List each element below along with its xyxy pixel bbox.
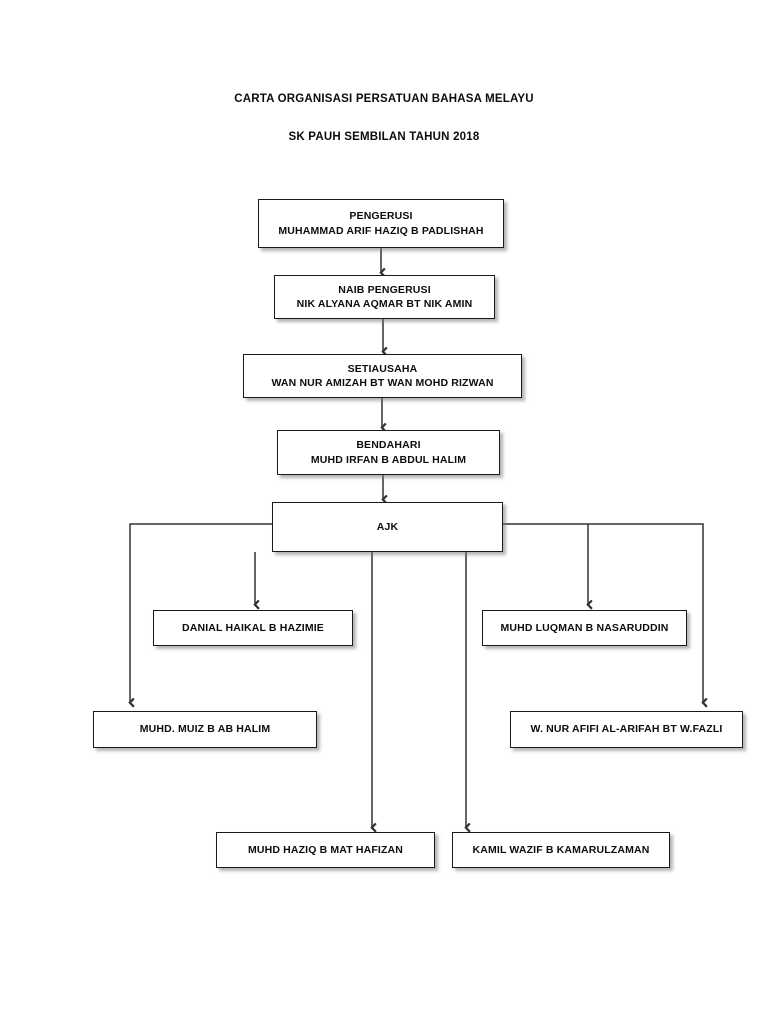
node-member-danial[interactable]: DANIAL HAIKAL B HAZIMIE (153, 610, 353, 646)
node-setiausaha[interactable]: SETIAUSAHA WAN NUR AMIZAH BT WAN MOHD RI… (243, 354, 522, 398)
node-setiausaha-role: SETIAUSAHA (347, 362, 418, 375)
node-bendahari[interactable]: BENDAHARI MUHD IRFAN B ABDUL HALIM (277, 430, 500, 475)
node-naib-pengerusi-person: NIK ALYANA AQMAR BT NIK AMIN (296, 298, 473, 310)
node-naib-pengerusi[interactable]: NAIB PENGERUSI NIK ALYANA AQMAR BT NIK A… (274, 275, 495, 319)
node-pengerusi-person: MUHAMMAD ARIF HAZIQ B PADLISHAH (278, 224, 484, 237)
node-member-luqman-name: MUHD LUQMAN B NASARUDDIN (500, 621, 669, 634)
node-member-afifi[interactable]: W. NUR AFIFI AL-ARIFAH BT W.FAZLI (510, 711, 743, 748)
node-member-muiz-name: MUHD. MUIZ B AB HALIM (139, 723, 271, 736)
node-bendahari-role: BENDAHARI (356, 439, 421, 452)
node-member-haziq[interactable]: MUHD HAZIQ B MAT HAFIZAN (216, 832, 435, 868)
node-member-kamil-name: KAMIL WAZIF B KAMARULZAMAN (472, 843, 650, 856)
node-ajk[interactable]: AJK (272, 502, 503, 552)
node-setiausaha-person: WAN NUR AMIZAH BT WAN MOHD RIZWAN (271, 377, 494, 389)
node-pengerusi-role: PENGERUSI (349, 210, 413, 223)
edge-ajk-muiz (130, 523, 272, 702)
node-member-luqman[interactable]: MUHD LUQMAN B NASARUDDIN (482, 610, 687, 646)
node-bendahari-person: MUHD IRFAN B ABDUL HALIM (310, 453, 467, 466)
node-member-haziq-name: MUHD HAZIQ B MAT HAFIZAN (247, 843, 404, 856)
node-member-kamil[interactable]: KAMIL WAZIF B KAMARULZAMAN (452, 832, 670, 868)
node-member-muiz[interactable]: MUHD. MUIZ B AB HALIM (93, 711, 317, 748)
node-member-danial-name: DANIAL HAIKAL B HAZIMIE (182, 621, 324, 634)
chart-title-line-1: CARTA ORGANISASI PERSATUAN BAHASA MELAYU (234, 93, 534, 105)
node-member-afifi-name: W. NUR AFIFI AL-ARIFAH BT W.FAZLI (530, 723, 723, 736)
node-ajk-role: AJK (376, 520, 399, 533)
node-pengerusi[interactable]: PENGERUSI MUHAMMAD ARIF HAZIQ B PADLISHA… (258, 199, 504, 248)
edge-ajk-afifi (503, 523, 703, 702)
node-naib-pengerusi-role: NAIB PENGERUSI (338, 283, 431, 296)
chart-title-line-2: SK PAUH SEMBILAN TAHUN 2018 (288, 131, 480, 143)
